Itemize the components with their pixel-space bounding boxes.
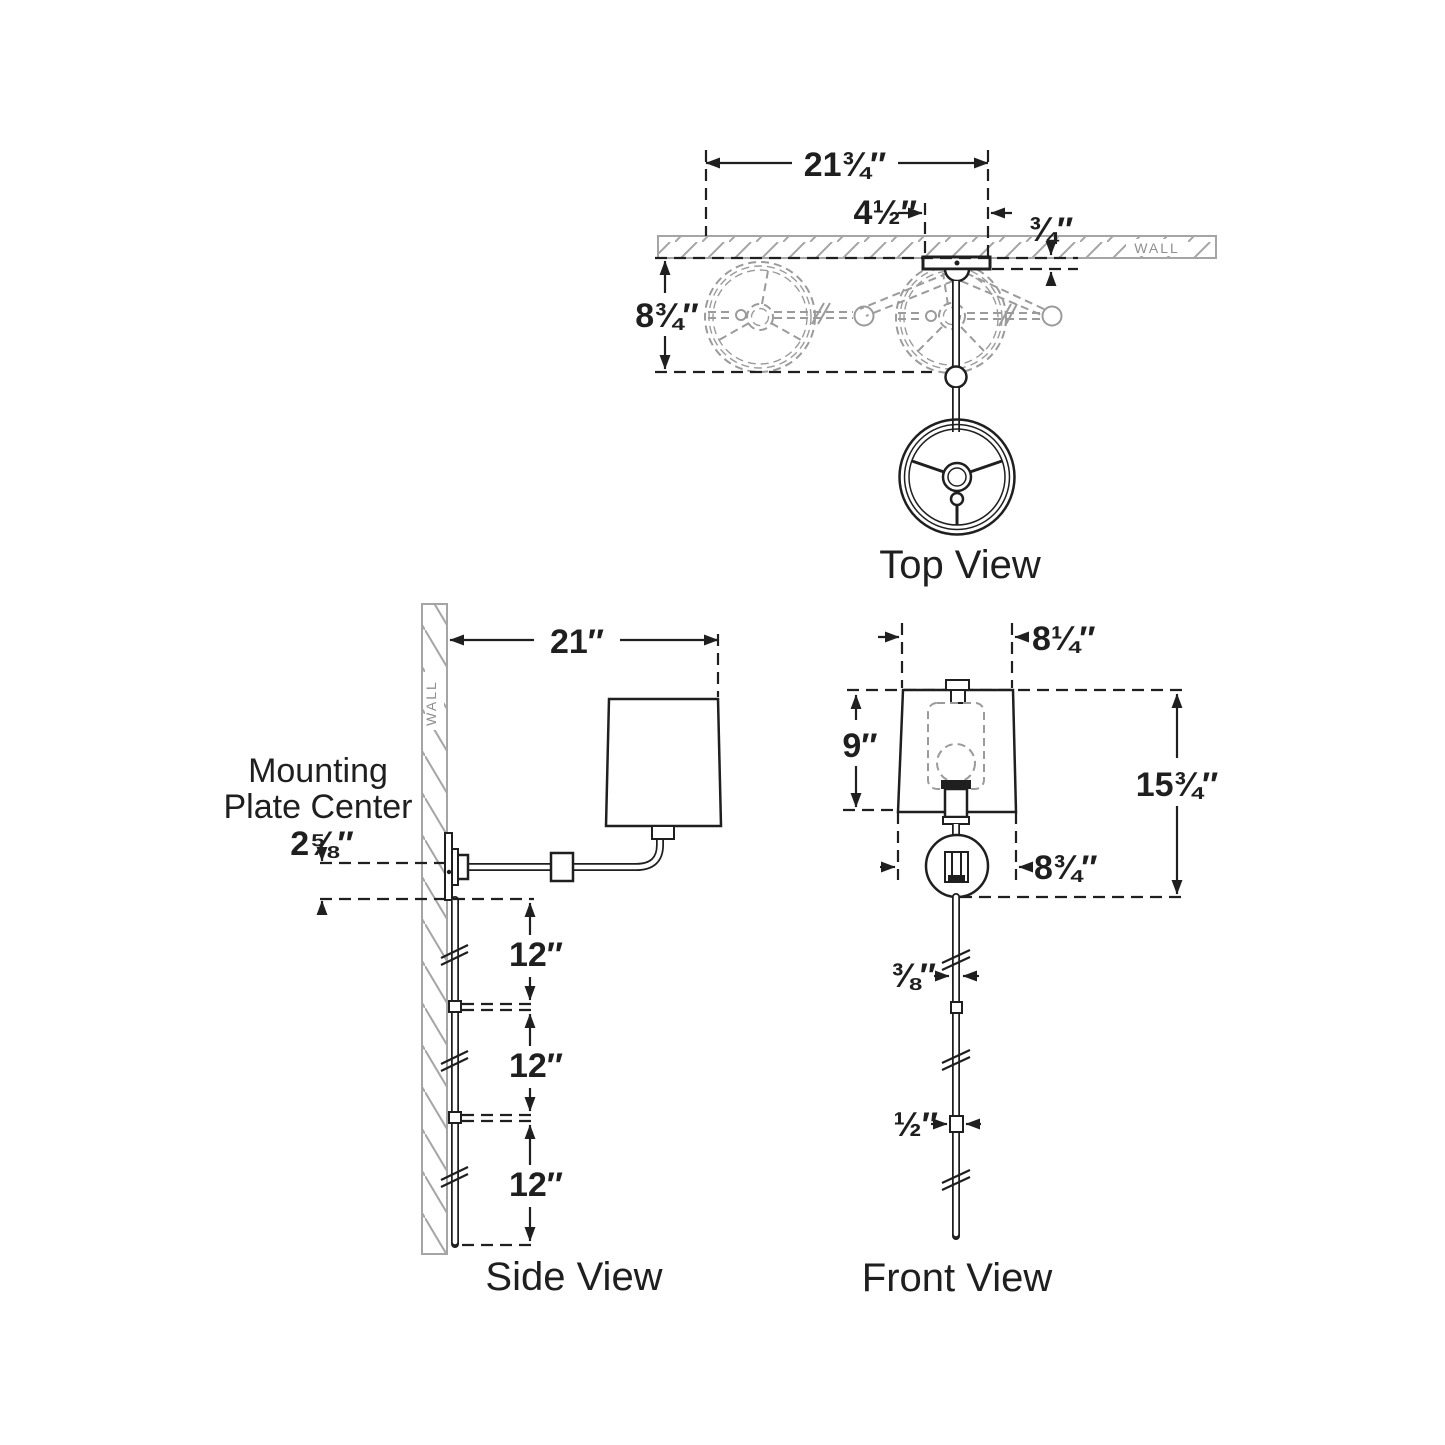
dim-shade-bottom-width: 8¾″ xyxy=(880,849,1098,887)
mounting-plate-side xyxy=(444,832,459,901)
finial-top xyxy=(949,491,965,507)
svg-text:12″: 12″ xyxy=(509,1047,563,1085)
svg-text:21¾″: 21¾″ xyxy=(804,146,886,184)
svg-text:8¾″: 8¾″ xyxy=(1034,849,1098,887)
svg-text:9″: 9″ xyxy=(842,727,877,765)
side-view: WALL 21″ xyxy=(224,603,723,1299)
dim-rod-segment-2: 12″ xyxy=(509,1013,563,1112)
wall-label-backing xyxy=(1126,239,1188,256)
dim-overall-height: 15¾″ xyxy=(1136,693,1218,895)
mounting-note: Mounting Plate Center 2⅝″ xyxy=(224,752,413,863)
rod-swivel xyxy=(949,1115,964,1133)
rod-connector-2 xyxy=(448,1111,462,1124)
dim-rod-width: ⅜″ xyxy=(891,957,979,995)
shade-top xyxy=(898,418,1016,536)
svg-text:4½″: 4½″ xyxy=(853,194,917,232)
wall-label-top: WALL xyxy=(1134,240,1180,256)
dim-rod-segment-1: 12″ xyxy=(509,902,563,1001)
wall-label-side: WALL xyxy=(423,680,439,726)
svg-text:15¾″: 15¾″ xyxy=(1136,766,1218,804)
screw-dot xyxy=(954,260,960,266)
front-view-label: Front View xyxy=(862,1256,1053,1300)
dim-backplate-depth: ¾″ xyxy=(1029,211,1074,287)
svg-text:12″: 12″ xyxy=(509,1166,563,1204)
svg-text:12″: 12″ xyxy=(509,936,563,974)
swing-arm-ghost-left xyxy=(704,261,954,373)
front-view: 8¼″ 9″ xyxy=(842,620,1218,1300)
cord-cover-rod-side xyxy=(440,896,469,1248)
backplate-top xyxy=(921,255,992,283)
svg-text:½″: ½″ xyxy=(893,1106,938,1144)
backplate-front xyxy=(924,833,990,899)
top-view-label: Top View xyxy=(879,543,1041,587)
rod-coupler xyxy=(950,1001,963,1014)
svg-text:21″: 21″ xyxy=(550,623,604,661)
socket-knuckle xyxy=(942,816,970,825)
shade-side xyxy=(604,697,723,828)
socket-body xyxy=(943,787,969,819)
svg-text:Mounting: Mounting xyxy=(248,752,388,790)
arm-knuckle-side xyxy=(549,851,575,883)
dim-rod-segment-3: 12″ xyxy=(509,1124,563,1242)
top-view: WALL xyxy=(635,146,1217,587)
socket-side xyxy=(651,825,675,840)
dim-arm-extension: 21″ xyxy=(449,623,719,661)
svg-text:Plate Center: Plate Center xyxy=(224,788,413,826)
dim-shade-height: 9″ xyxy=(842,694,878,808)
side-view-label: Side View xyxy=(485,1255,662,1299)
harp-ghost xyxy=(927,702,985,790)
dim-projection: 8¾″ xyxy=(635,260,699,370)
cord-cover-rod-front xyxy=(941,893,971,1240)
socket-collar xyxy=(941,780,971,789)
shade-cap xyxy=(945,679,970,691)
svg-text:¾″: ¾″ xyxy=(1029,211,1074,249)
shade-front xyxy=(896,679,1018,825)
dim-swivel-width: ½″ xyxy=(893,1106,981,1144)
svg-text:8¼″: 8¼″ xyxy=(1032,620,1096,658)
wall-label-backing-side xyxy=(425,668,444,730)
dim-overall-width: 21¾″ xyxy=(705,146,989,184)
dim-shade-top-width: 8¼″ xyxy=(878,620,1096,658)
svg-text:8¾″: 8¾″ xyxy=(635,297,699,335)
svg-text:⅜″: ⅜″ xyxy=(891,957,936,995)
rod-connector-1 xyxy=(448,1000,462,1013)
dim-backplate-width: 4½″ xyxy=(853,194,1012,232)
